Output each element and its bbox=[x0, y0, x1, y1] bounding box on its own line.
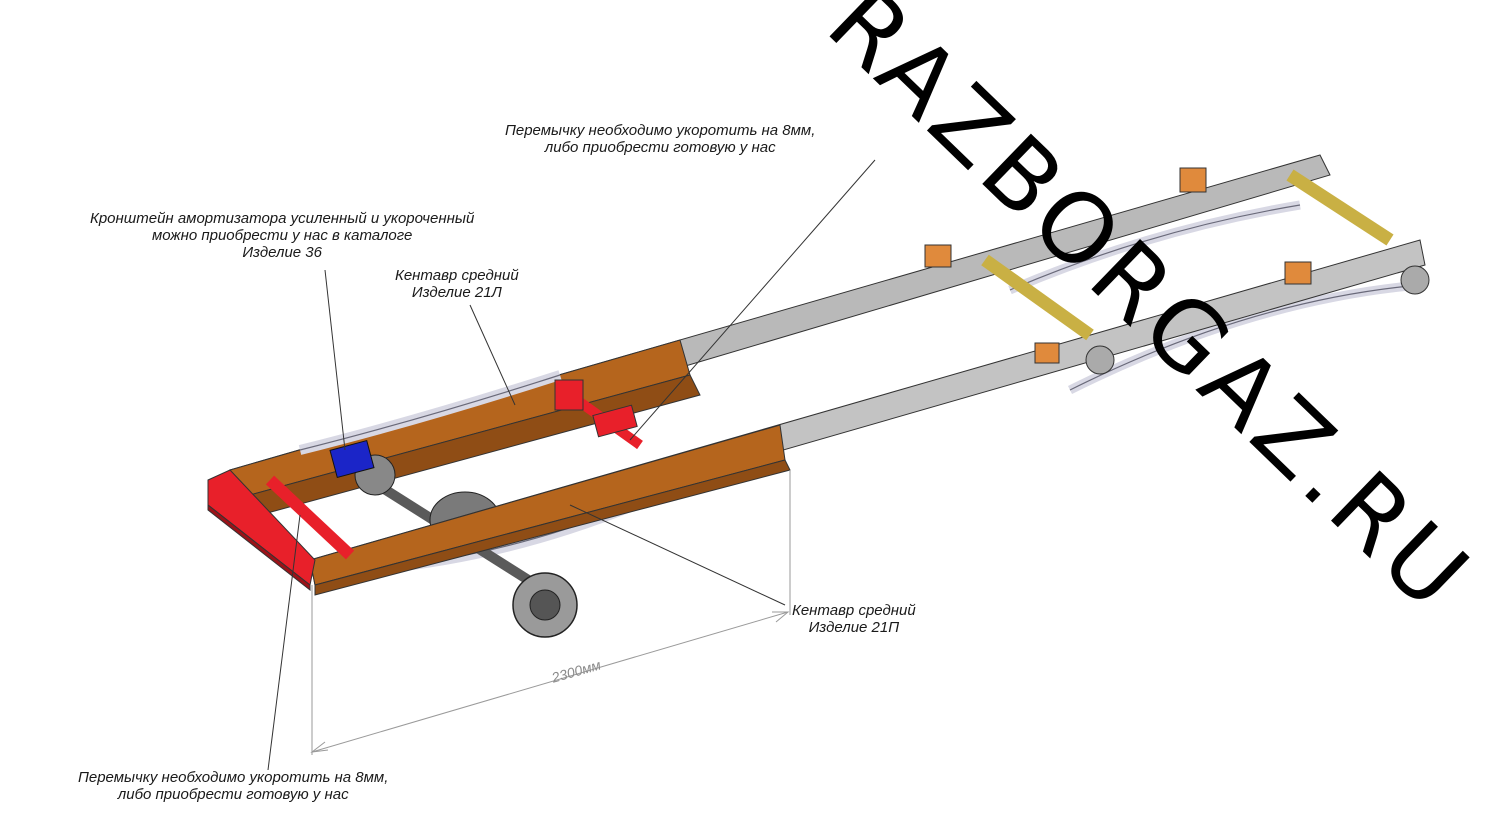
callout-line: Кентавр средний bbox=[792, 602, 916, 619]
leader-lines bbox=[267, 159, 876, 771]
callout-line: Изделие 21П bbox=[808, 619, 900, 636]
callout-shock-bracket: Кронштейн амортизатора усиленный и укоро… bbox=[90, 210, 474, 261]
callout-line: Изделие 21Л bbox=[411, 284, 502, 301]
callout-line: Перемычку необходимо укоротить на 8мм, bbox=[78, 769, 389, 786]
callout-jumper-top: Перемычку необходимо укоротить на 8мм, л… bbox=[505, 122, 815, 156]
callout-kentavr-right: Кентавр средний Изделие 21П bbox=[792, 602, 916, 636]
shock-bracket bbox=[329, 439, 375, 479]
frame-rail-right bbox=[309, 239, 1426, 596]
dimension-lines bbox=[310, 470, 791, 755]
callout-line: можно приобрести у нас в каталоге bbox=[151, 227, 413, 244]
callout-line: либо приобрести готовую у нас bbox=[117, 786, 349, 803]
callout-kentavr-left: Кентавр средний Изделие 21Л bbox=[395, 267, 519, 301]
callout-line: либо приобрести готовую у нас bbox=[544, 139, 776, 156]
callout-line: Кентавр средний bbox=[395, 267, 519, 284]
callout-jumper-bottom: Перемычку необходимо укоротить на 8мм, л… bbox=[78, 769, 388, 803]
front-leaf-springs bbox=[1008, 200, 1421, 395]
callout-line: Перемычку необходимо укоротить на 8мм, bbox=[505, 122, 816, 139]
front-suspension bbox=[924, 167, 1430, 375]
rear-crossmember bbox=[207, 379, 643, 592]
callout-line: Изделие 36 bbox=[242, 244, 322, 261]
callout-line: Кронштейн амортизатора усиленный и укоро… bbox=[90, 210, 475, 227]
